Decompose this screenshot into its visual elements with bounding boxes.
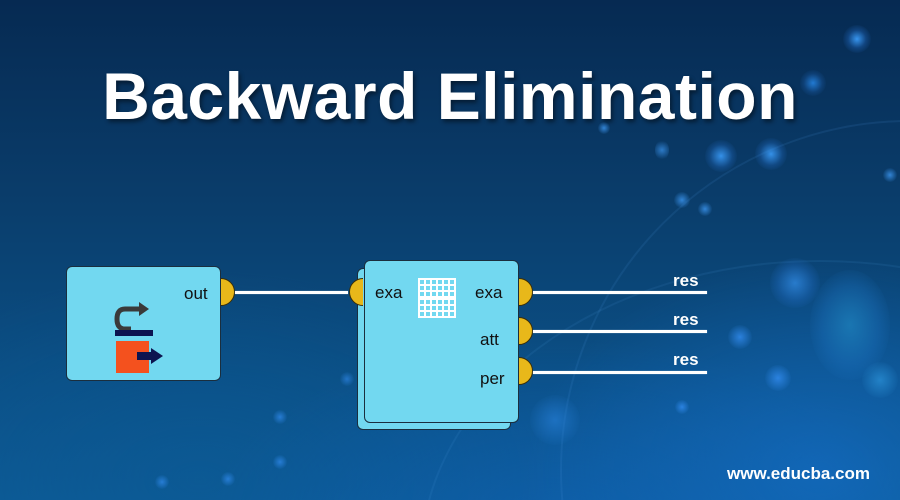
connection-wire[interactable]: [235, 291, 348, 294]
elimination-output-port-exa[interactable]: [519, 278, 534, 308]
elimination-output-port-att[interactable]: [519, 317, 534, 347]
source-operator-block[interactable]: out: [66, 266, 221, 381]
bokeh-light: [530, 395, 580, 445]
decorative-arc: [560, 120, 900, 500]
input-port-label: exa: [375, 283, 403, 302]
result-label-2: res: [673, 310, 699, 329]
bokeh-light: [674, 192, 690, 208]
bokeh-light: [698, 202, 712, 216]
result-wire-1[interactable]: [533, 291, 707, 294]
bokeh-light: [675, 400, 689, 414]
retrieve-data-icon: [114, 302, 163, 373]
bokeh-light: [655, 140, 669, 160]
bokeh-light: [770, 258, 820, 308]
result-wire-3[interactable]: [533, 371, 707, 374]
bokeh-light: [273, 455, 287, 469]
elimination-input-port[interactable]: [348, 278, 363, 308]
bokeh-light: [883, 168, 897, 182]
output-port-label: out: [184, 284, 208, 303]
result-label-3: res: [673, 350, 699, 369]
bokeh-light: [340, 372, 354, 386]
result-label-1: res: [673, 271, 699, 290]
bokeh-light: [705, 140, 737, 172]
bokeh-light: [273, 410, 287, 424]
website-url: www.educba.com: [727, 464, 870, 483]
bokeh-light: [862, 362, 898, 398]
bokeh-light: [843, 25, 871, 53]
bokeh-light: [728, 325, 752, 349]
output-port-label-att: att: [480, 330, 499, 349]
bokeh-light: [765, 365, 791, 391]
output-port-label-exa: exa: [475, 283, 503, 302]
result-wire-2[interactable]: [533, 330, 707, 333]
bokeh-light: [155, 475, 169, 489]
bokeh-light: [221, 472, 235, 486]
bokeh-light: [810, 270, 890, 380]
elimination-operator-block[interactable]: exa exa att per: [364, 260, 519, 423]
output-port-label-per: per: [480, 369, 505, 388]
source-output-port[interactable]: [221, 278, 236, 308]
page-title: Backward Elimination: [102, 59, 798, 133]
example-set-grid-icon: [418, 278, 456, 318]
elimination-output-port-per[interactable]: [519, 357, 534, 387]
bokeh-light: [755, 138, 787, 170]
